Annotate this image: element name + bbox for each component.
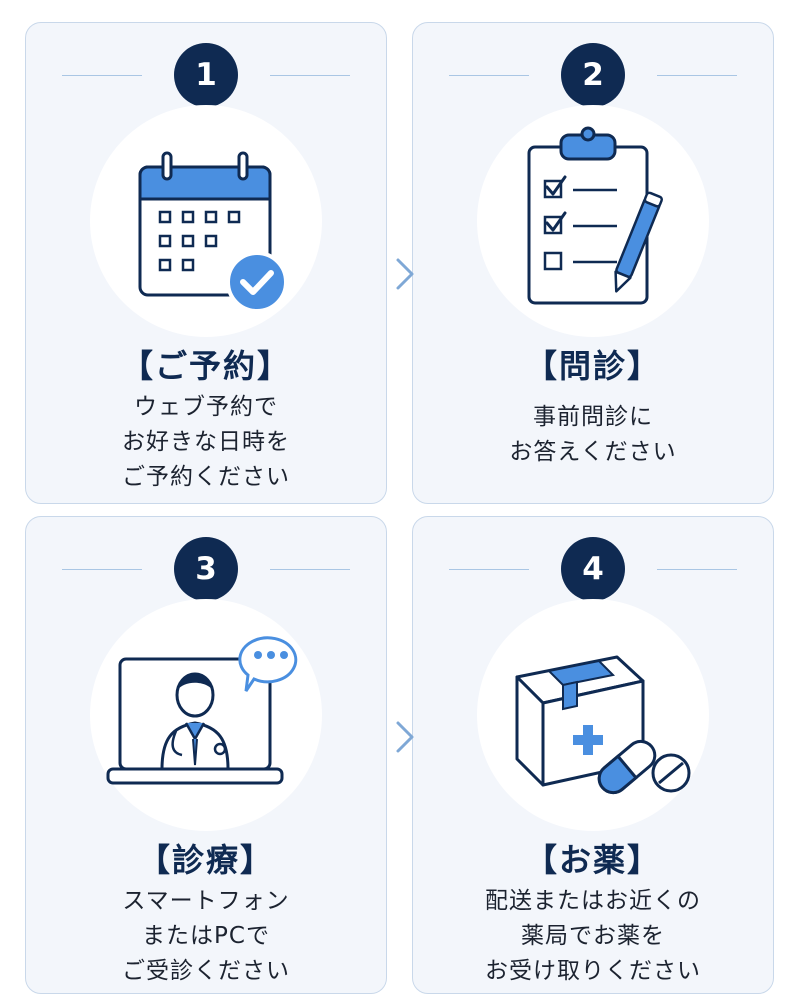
step-card-questionnaire: 2 【問診】 事前問 <box>412 22 774 504</box>
divider-line <box>62 75 142 76</box>
calendar-check-icon <box>90 105 322 337</box>
step-description: 配送またはお近くの 薬局でお薬を お受け取りください <box>413 884 773 989</box>
description-line: お答えください <box>509 439 677 465</box>
step-number-badge: 1 <box>174 43 238 107</box>
divider-line <box>657 569 737 570</box>
step-number-badge: 3 <box>174 537 238 601</box>
description-line: またはPCで <box>142 923 270 949</box>
divider-line <box>449 569 529 570</box>
step-description: スマートフォン またはPCで ご受診ください <box>26 884 386 989</box>
description-line: スマートフォン <box>122 888 290 914</box>
divider-line <box>449 75 529 76</box>
description-line: 事前問診に <box>533 404 653 430</box>
clipboard-pen-icon <box>477 105 709 337</box>
step-description: 事前問診に お答えください <box>413 400 773 470</box>
description-line: ご受診ください <box>122 958 290 984</box>
step-card-consultation: 3 【診療】 スマートフォン またはPCで ご受診ください <box>25 516 387 994</box>
description-line: お受け取りください <box>485 958 701 984</box>
description-line: ご予約ください <box>122 464 290 490</box>
chevron-right-icon <box>396 721 414 753</box>
step-number-badge: 2 <box>561 43 625 107</box>
step-title: 【ご予約】 <box>120 347 291 385</box>
step-card-reservation: 1 【ご予約】 ウェ <box>25 22 387 504</box>
step-title: 【問診】 <box>524 347 661 385</box>
chevron-right-icon <box>396 258 414 290</box>
divider-line <box>270 75 350 76</box>
divider-line <box>62 569 142 570</box>
step-description: ウェブ予約で お好きな日時を ご予約ください <box>26 390 386 495</box>
divider-line <box>270 569 350 570</box>
description-line: ウェブ予約で <box>134 394 278 420</box>
step-title: 【お薬】 <box>524 841 661 879</box>
medicine-box-icon <box>477 599 709 831</box>
divider-line <box>657 75 737 76</box>
description-line: 配送またはお近くの <box>485 888 701 914</box>
doctor-laptop-icon <box>90 599 322 831</box>
description-line: お好きな日時を <box>122 429 290 455</box>
step-title: 【診療】 <box>137 841 274 879</box>
step-number-badge: 4 <box>561 537 625 601</box>
description-line: 薬局でお薬を <box>521 923 665 949</box>
step-card-medicine: 4 【お薬】 配送またはお近くの 薬局でお薬を お受け取りください <box>412 516 774 994</box>
